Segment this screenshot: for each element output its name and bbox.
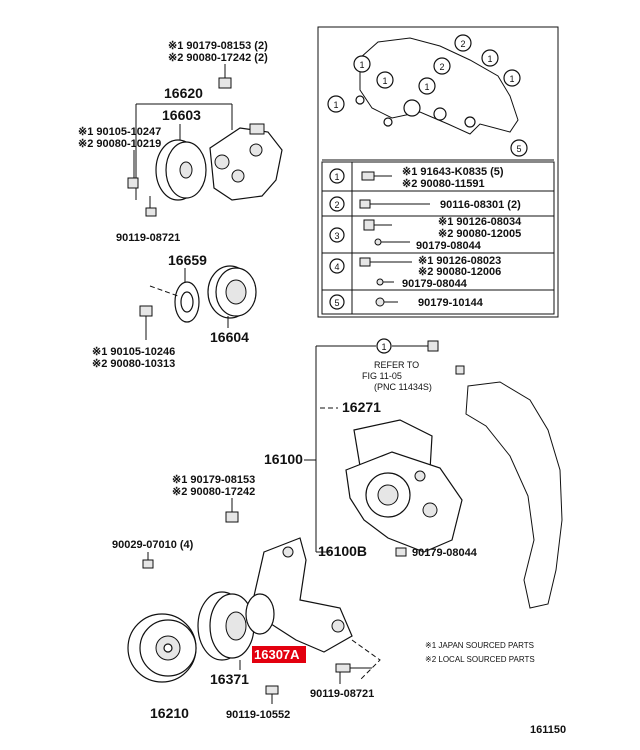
svg-text:16659: 16659	[168, 252, 207, 268]
svg-text:1: 1	[334, 172, 339, 182]
svg-text:※1 90105-10246: ※1 90105-10246	[92, 346, 175, 358]
figure-number: 161150	[530, 724, 566, 736]
svg-text:※1 90126-08034: ※1 90126-08034	[438, 216, 522, 228]
svg-text:16603: 16603	[162, 107, 201, 123]
svg-text:90119-08721: 90119-08721	[116, 232, 180, 244]
svg-text:1: 1	[509, 74, 514, 84]
svg-text:16271: 16271	[342, 399, 381, 415]
pump-pulley-group: ※1 90179-08153 (2) ※2 90080-17242 (2) 16…	[78, 40, 283, 244]
svg-text:1: 1	[424, 82, 429, 92]
svg-text:1: 1	[487, 54, 492, 64]
table-row: 4 ※1 90126-08023 ※2 90080-12006 90179-08…	[329, 255, 501, 290]
svg-text:FIG 11-05: FIG 11-05	[362, 371, 402, 381]
svg-text:16371: 16371	[210, 671, 249, 687]
svg-text:※2 90080-12006: ※2 90080-12006	[418, 266, 501, 278]
svg-text:90119-10552: 90119-10552	[226, 709, 290, 721]
svg-text:2: 2	[334, 200, 339, 210]
svg-text:※1 90179-08153 (2): ※1 90179-08153 (2)	[168, 40, 268, 52]
inset-marker: 1	[481, 49, 499, 67]
table-row: 3 ※1 90126-08034 ※2 90080-12005 90179-08…	[329, 216, 522, 252]
svg-text:5: 5	[334, 298, 339, 308]
svg-text:1: 1	[382, 76, 387, 86]
svg-text:90029-07010 (4): 90029-07010 (4)	[112, 539, 194, 551]
inset-marker: 1	[418, 77, 436, 95]
water-pump-group: 1 REFER TO FIG 11-05 (PNC 11434S) 16271 …	[264, 338, 563, 609]
svg-text:4: 4	[334, 262, 339, 272]
legend: ※1 JAPAN SOURCED PARTS ※2 LOCAL SOURCED …	[425, 641, 535, 664]
svg-text:1: 1	[359, 60, 364, 70]
svg-text:16100: 16100	[264, 451, 303, 467]
svg-text:16604: 16604	[210, 329, 249, 345]
svg-text:※2 LOCAL SOURCED PARTS: ※2 LOCAL SOURCED PARTS	[425, 655, 535, 664]
svg-text:※2 90080-17242 (2): ※2 90080-17242 (2)	[168, 52, 268, 64]
table-row: 2 90116-08301 (2)	[329, 196, 521, 212]
highlight-label-box	[252, 646, 306, 663]
svg-text:※1 90105-10247: ※1 90105-10247	[78, 126, 161, 138]
inset-box: 2 2 1 1 1 1 1 1 5 1 ※1 91643-K0835 (5) ※…	[317, 26, 559, 318]
svg-text:90116-08301 (2): 90116-08301 (2)	[440, 199, 521, 211]
inset-marker: 1	[376, 71, 394, 89]
svg-text:※2 90080-12005: ※2 90080-12005	[438, 228, 521, 240]
table-row: 1 ※1 91643-K0835 (5) ※2 90080-11591	[329, 166, 504, 190]
table-row: 5 90179-10144	[329, 294, 484, 310]
inset-marker: 2	[433, 57, 451, 75]
svg-text:3: 3	[334, 231, 339, 241]
svg-text:16307A: 16307A	[254, 647, 300, 662]
svg-text:※1 91643-K0835 (5): ※1 91643-K0835 (5)	[402, 166, 504, 178]
svg-text:90179-08044: 90179-08044	[402, 278, 468, 290]
fan-bracket-group: ※1 90179-08153 ※2 90080-17242 90029-0701…	[112, 474, 381, 721]
svg-text:90119-08721: 90119-08721	[310, 688, 374, 700]
svg-text:2: 2	[460, 39, 465, 49]
svg-text:1: 1	[333, 100, 338, 110]
svg-text:90179-10144: 90179-10144	[418, 297, 484, 309]
svg-text:16620: 16620	[164, 85, 203, 101]
svg-text:16210: 16210	[150, 705, 189, 721]
inset-marker: 1	[503, 69, 521, 87]
svg-text:90179-08044: 90179-08044	[412, 547, 478, 559]
svg-text:※2 90080-10219: ※2 90080-10219	[78, 138, 161, 150]
svg-text:※1 JAPAN SOURCED PARTS: ※1 JAPAN SOURCED PARTS	[425, 641, 534, 650]
inset-marker: 1	[353, 55, 371, 73]
svg-text:(PNC 11434S): (PNC 11434S)	[374, 382, 432, 392]
svg-text:REFER TO: REFER TO	[374, 360, 419, 370]
svg-text:2: 2	[439, 62, 444, 72]
inset-marker: 5	[510, 139, 528, 157]
svg-text:※2 90080-11591: ※2 90080-11591	[402, 178, 485, 190]
svg-text:※2 90080-10313: ※2 90080-10313	[92, 358, 175, 370]
svg-text:5: 5	[516, 144, 521, 154]
svg-text:※1 90126-08023: ※1 90126-08023	[418, 255, 501, 267]
svg-text:16100B: 16100B	[318, 543, 367, 559]
inset-marker: 2	[454, 34, 472, 52]
svg-text:※1 90179-08153: ※1 90179-08153	[172, 474, 255, 486]
svg-text:1: 1	[381, 342, 386, 352]
svg-text:90179-08044: 90179-08044	[416, 240, 482, 252]
svg-text:※2 90080-17242: ※2 90080-17242	[172, 486, 255, 498]
inset-marker: 1	[327, 95, 345, 113]
idler-group: 16659 16604 ※1 90105-10246 ※2 90080-1031…	[92, 252, 257, 370]
